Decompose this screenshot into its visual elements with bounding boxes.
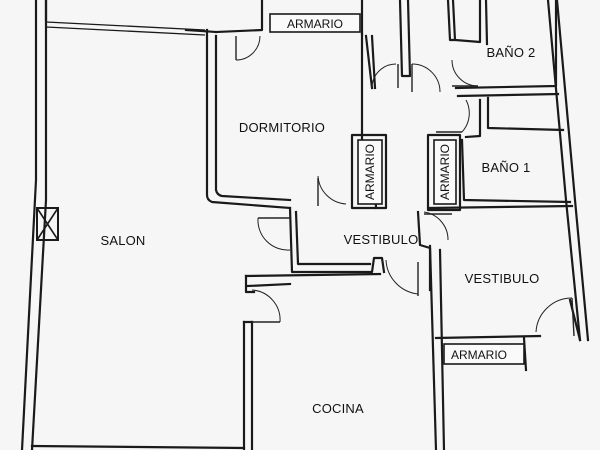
wall-bano1-top-inner — [464, 98, 482, 139]
wall-vest-left-2 — [294, 210, 372, 266]
closet-bottom: ARMARIO — [443, 343, 525, 365]
door-arc-kitchen — [251, 289, 281, 323]
door-arc-bano1 — [461, 99, 470, 133]
wall-bano1-top — [486, 96, 565, 132]
room-label-bano1: BAÑO 1 — [482, 160, 531, 175]
wall-dorm-left — [205, 28, 292, 210]
wall-center-v2 — [446, 0, 457, 42]
door-arc-vest-right — [423, 211, 449, 241]
wall-bano1-left — [460, 138, 572, 204]
wall-top-salon-2 — [184, 28, 218, 34]
door-arc-salon — [257, 217, 291, 251]
wall-armario-bottom-top — [434, 334, 542, 340]
wall-kitchen-bottom-left — [30, 444, 246, 450]
closet-center-left: ARMARIO — [357, 139, 383, 205]
wall-left-outer — [20, 0, 38, 450]
room-label-cocina: COCINA — [312, 401, 364, 416]
closet-top: ARMARIO — [269, 13, 361, 33]
room-label-vestibulo-right: VESTIBULO — [465, 271, 540, 286]
shaft-x-icon — [36, 207, 59, 241]
wall-dorm-left-inner — [214, 34, 292, 202]
walls — [20, 0, 590, 450]
wall-kitchen-left-2 — [242, 320, 254, 450]
wall-vest-right-outer — [428, 244, 438, 450]
door-leaf-entrance — [571, 297, 575, 337]
door-arc-vest-lower — [385, 259, 419, 295]
door-arc-hall-upper-l — [371, 63, 397, 89]
wall-right-door-jamb — [568, 298, 582, 342]
doors — [235, 35, 575, 337]
wall-vest-right-inner — [438, 248, 446, 450]
closet-center-right-label: ARMARIO — [438, 144, 452, 200]
wall-center-armario-r — [426, 133, 462, 212]
door-arc-dorm-vest — [317, 175, 347, 205]
wall-kitchen-top — [244, 272, 382, 278]
wall-bano2-bottom — [454, 0, 558, 90]
wall-right-outer-2 — [555, 0, 590, 342]
wall-right-outer — [546, 0, 582, 342]
wall-center-v1 — [398, 0, 412, 78]
room-label-vestibulo-main: VESTIBULO — [344, 232, 419, 247]
door-arc-dorm-top — [235, 35, 261, 61]
wall-bano1-bottom — [428, 204, 574, 210]
door-arc-entrance — [535, 297, 573, 333]
room-label-dormitorio: DORMITORIO — [239, 120, 325, 135]
closet-center-right: ARMARIO — [433, 139, 457, 205]
wall-bano2-left — [453, 0, 489, 46]
wall-vest-right — [416, 210, 432, 292]
wall-kitchen-top-inner — [246, 282, 292, 288]
door-arc-bano2 — [451, 59, 479, 87]
wall-top-armario-left — [214, 0, 264, 34]
room-label-bano2: BAÑO 2 — [487, 45, 536, 60]
window-top-salon — [45, 21, 206, 36]
wall-kitchen-left — [244, 274, 256, 294]
wall-center-armario-l — [350, 133, 388, 210]
room-label-salon: SALON — [100, 233, 145, 248]
closet-bottom-label: ARMARIO — [451, 348, 507, 362]
closet-center-left-label: ARMARIO — [363, 144, 377, 200]
room-labels: SALON DORMITORIO VESTIBULO VESTIBULO COC… — [100, 45, 539, 416]
door-arc-hall-upper-r — [411, 63, 441, 93]
wall-vest-left — [288, 206, 386, 274]
closet-top-label: ARMARIO — [287, 17, 343, 31]
wall-bano2-bottom-inner — [456, 92, 560, 98]
wall-hall-upper-left — [364, 34, 377, 90]
wall-left-inner — [30, 0, 48, 450]
